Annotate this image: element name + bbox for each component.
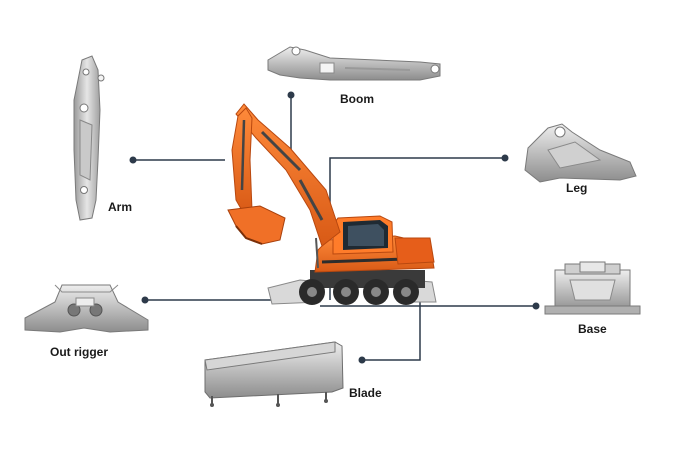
label-boom: Boom	[340, 92, 374, 106]
boom-part-image	[267, 46, 441, 81]
excavator-image	[227, 103, 437, 305]
dot-blade	[358, 356, 366, 364]
arm-part-image	[73, 55, 105, 221]
dot-leg	[501, 154, 509, 162]
label-arm: Arm	[108, 200, 133, 214]
leg-part-image	[524, 123, 637, 183]
base-part-image	[544, 261, 641, 315]
dot-arm	[129, 156, 137, 164]
label-blade: Blade	[349, 386, 382, 400]
label-out-rigger: Out rigger	[50, 345, 109, 359]
dot-outrigger	[141, 296, 149, 304]
dot-boom	[287, 91, 295, 99]
blade-part-image	[204, 341, 344, 407]
connector-dots	[129, 91, 540, 364]
dot-base	[532, 302, 540, 310]
label-base: Base	[578, 322, 607, 336]
outrigger-part-image	[24, 284, 149, 333]
label-leg: Leg	[566, 181, 588, 195]
connector-blade	[362, 300, 421, 361]
